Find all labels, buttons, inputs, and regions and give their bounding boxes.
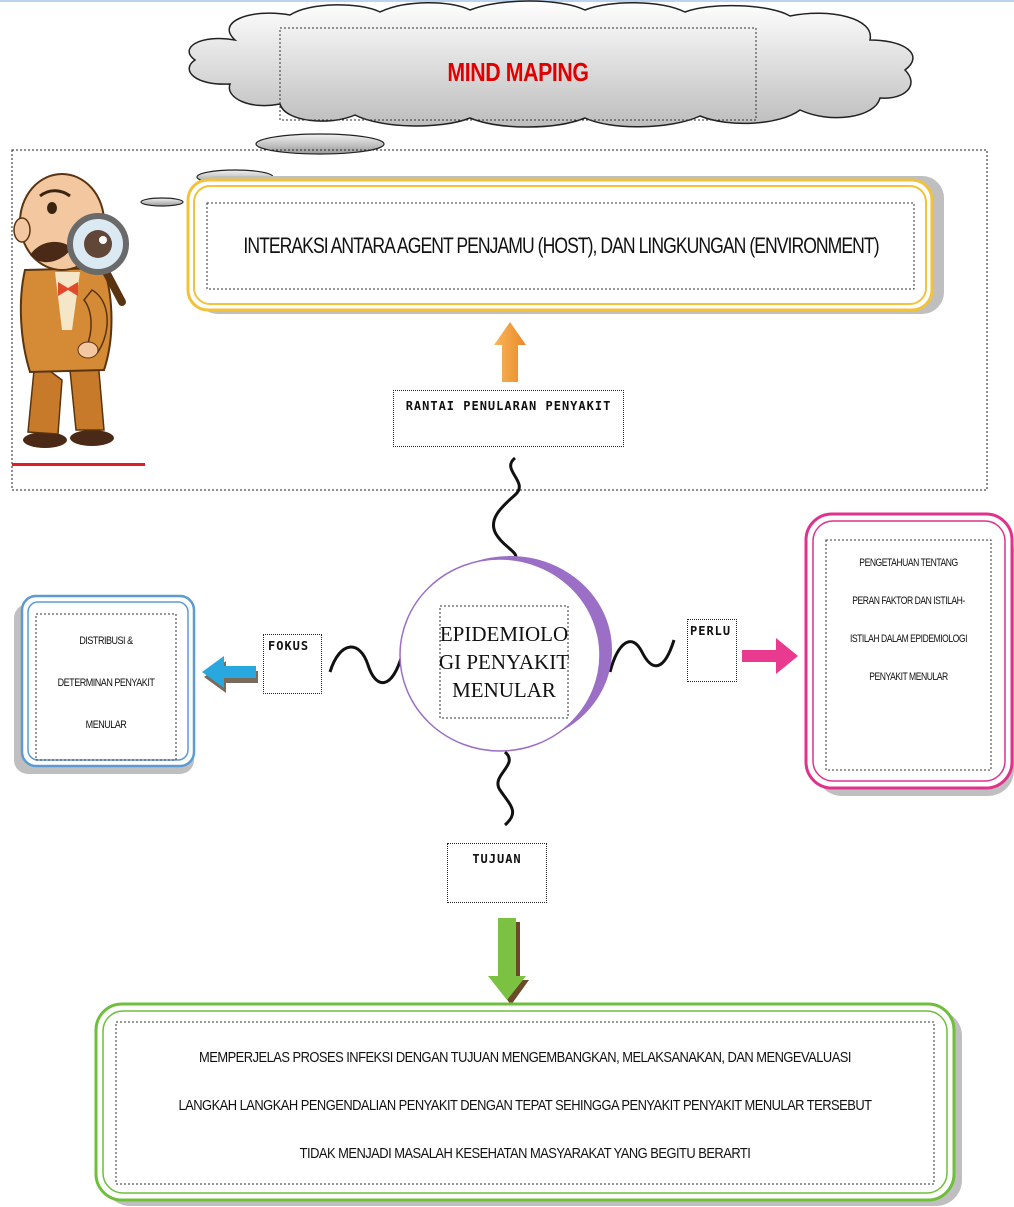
- thought-bubble-large: [255, 133, 385, 155]
- bottom-box: [94, 1002, 962, 1206]
- right-box: [804, 512, 1014, 796]
- left-line-2: DETERMINAN PENYAKIT: [57, 677, 155, 689]
- top-section-frame: [11, 149, 988, 491]
- arrow-down-icon: [488, 918, 529, 1005]
- left-line-3: MENULAR: [85, 719, 127, 731]
- bottom-box-text: MEMPERJELAS PROSES INFEKSI DENGAN TUJUAN…: [116, 1030, 934, 1180]
- bottom-line-3: TIDAK MENJADI MASALAH KESEHATAN MASYARAK…: [299, 1145, 751, 1162]
- left-line-1: DISTRIBUSI &: [79, 635, 133, 647]
- detective-with-magnifier-icon: [13, 173, 129, 448]
- thought-bubble-small: [140, 197, 184, 207]
- title-cloud: [188, 0, 914, 128]
- squiggle-down: [496, 750, 515, 827]
- squiggle-up: [491, 456, 521, 561]
- right-line-2: PERAN FAKTOR DAN ISTILAH-: [852, 595, 965, 607]
- left-box: [14, 594, 196, 774]
- center-node: [399, 556, 612, 752]
- connector-label-up: RANTAI PENULARAN PENYAKIT: [393, 390, 624, 447]
- right-line-3: ISTILAH DALAM EPIDEMIOLOGI: [849, 633, 968, 645]
- connector-label-right: PERLU: [687, 619, 737, 682]
- diagram-title: MIND MAPING: [447, 56, 589, 87]
- arrow-left-icon: [202, 656, 258, 693]
- center-line-3: MENULAR: [452, 678, 556, 702]
- bottom-line-2: LANGKAH LANGKAH PENGENDALIAN PENYAKIT DE…: [178, 1097, 872, 1114]
- red-underline: [12, 463, 145, 466]
- connector-label-left: FOKUS: [263, 634, 322, 694]
- bottom-line-1: MEMPERJELAS PROSES INFEKSI DENGAN TUJUAN…: [199, 1049, 851, 1066]
- top-border-line: [0, 0, 1014, 2]
- left-box-text: DISTRIBUSI & DETERMINAN PENYAKIT MENULAR: [36, 620, 176, 760]
- arrow-right-icon: [742, 638, 798, 674]
- squiggle-right: [608, 639, 676, 673]
- squiggle-left: [328, 645, 404, 685]
- center-node-text: EPIDEMIOLO GI PENYAKIT MENULAR: [438, 606, 570, 718]
- center-line-2: GI PENYAKIT: [438, 650, 570, 674]
- right-box-text: PENGETAHUAN TENTANG PERAN FAKTOR DAN IST…: [826, 540, 991, 770]
- right-line-4: PENYAKIT MENULAR: [869, 671, 948, 683]
- center-line-1: EPIDEMIOLO: [439, 622, 569, 646]
- right-line-1: PENGETAHUAN TENTANG: [859, 557, 958, 569]
- top-box-text: INTERAKSI ANTARA AGENT PENJAMU (HOST), D…: [242, 233, 879, 258]
- connector-label-down: TUJUAN: [447, 843, 547, 903]
- top-box: [186, 176, 944, 314]
- arrow-up-icon: [494, 322, 526, 382]
